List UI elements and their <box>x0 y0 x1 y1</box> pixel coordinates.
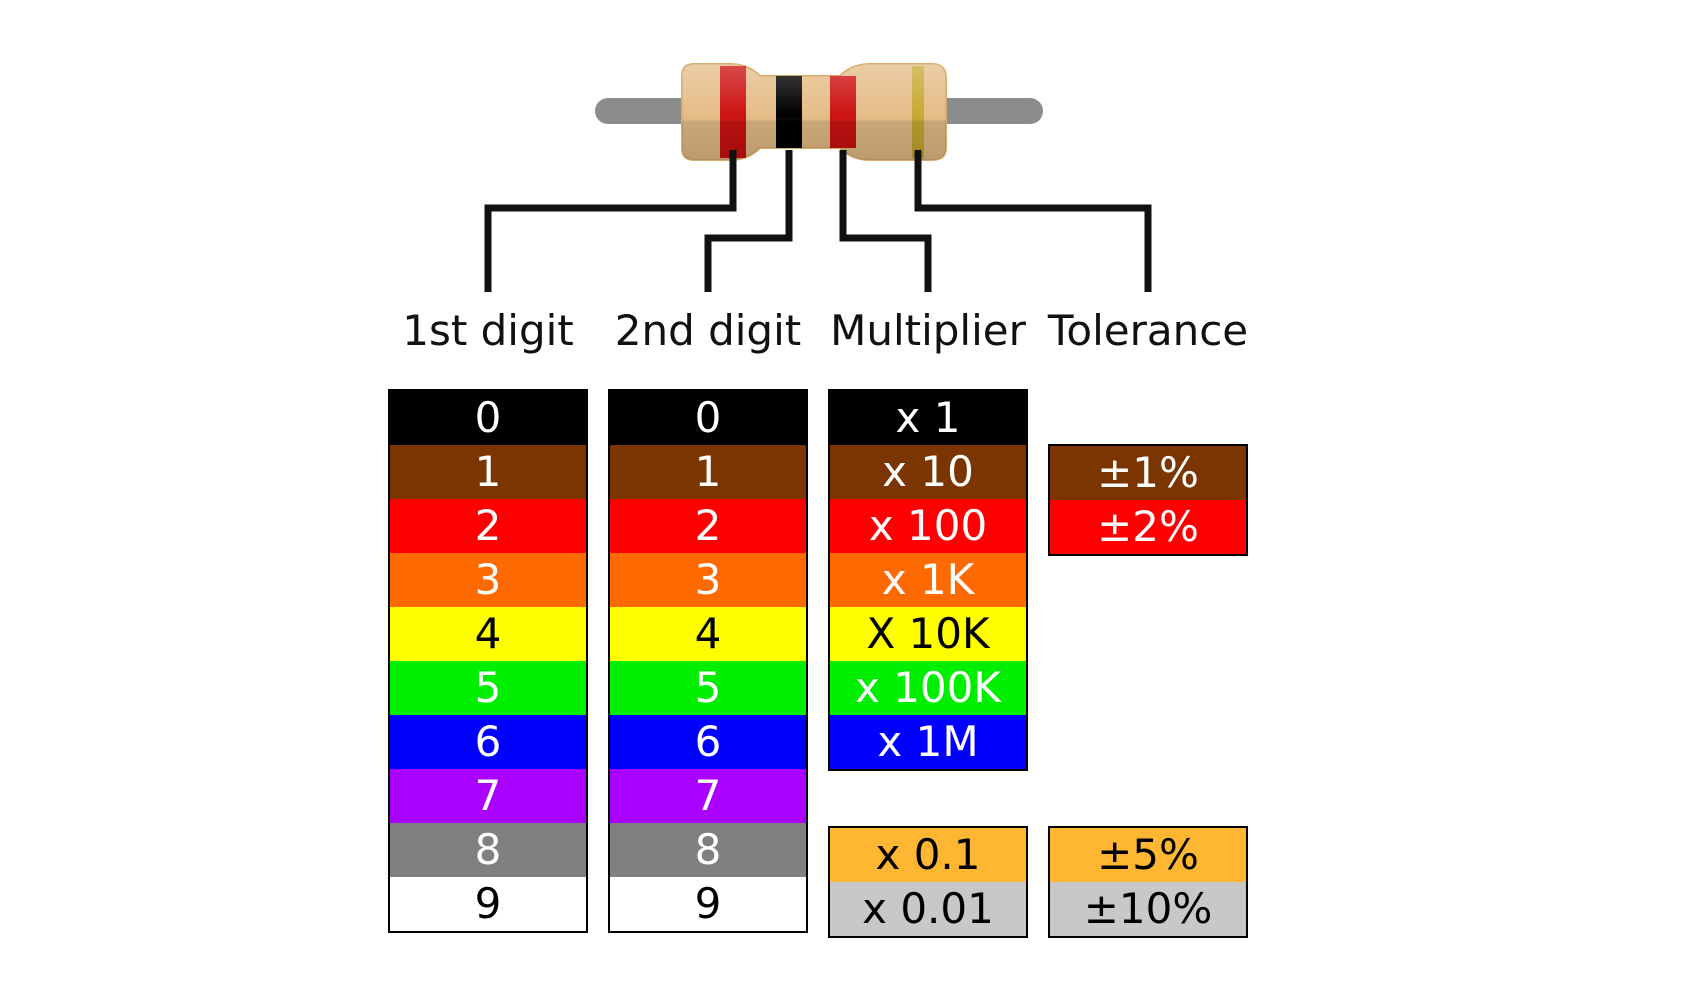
band-cell: x 1M <box>830 715 1026 769</box>
band-cell: 1 <box>390 445 586 499</box>
band-cell: x 10 <box>830 445 1026 499</box>
band-cell: x 0.1 <box>830 828 1026 882</box>
band-cell: 4 <box>390 607 586 661</box>
band-cell: 8 <box>390 823 586 877</box>
band-cell: 2 <box>610 499 806 553</box>
band-cell: ±10% <box>1050 882 1246 936</box>
band-cell: ±1% <box>1050 446 1246 500</box>
band-cell: x 1 <box>830 391 1026 445</box>
band-cell: 6 <box>390 715 586 769</box>
band-cell: 7 <box>610 769 806 823</box>
first-digit-header: 1st digit <box>402 306 574 355</box>
band-cell: 5 <box>610 661 806 715</box>
band-cell: 4 <box>610 607 806 661</box>
multiplier-header: Multiplier <box>830 306 1026 355</box>
band-cell: 6 <box>610 715 806 769</box>
band-cell: ±2% <box>1050 500 1246 554</box>
second-digit-connector <box>704 150 793 292</box>
band-cell: 7 <box>390 769 586 823</box>
band-cell: 3 <box>610 553 806 607</box>
band-cell: 8 <box>610 823 806 877</box>
band-cell: 2 <box>390 499 586 553</box>
tolerance-header: Tolerance <box>1047 306 1249 355</box>
resistor-body-shading <box>682 64 946 160</box>
band-cell: 0 <box>390 391 586 445</box>
band-cell: x 100K <box>830 661 1026 715</box>
band-cell: 9 <box>610 877 806 931</box>
band-cell: 5 <box>390 661 586 715</box>
band-cell: 3 <box>390 553 586 607</box>
band-cell: ±5% <box>1050 828 1246 882</box>
multiplier-connector <box>839 150 932 292</box>
band-cell: x 100 <box>830 499 1026 553</box>
band-cell: x 0.01 <box>830 882 1026 936</box>
band-cell: X 10K <box>830 607 1026 661</box>
resistor-illustration <box>484 63 1152 292</box>
second-digit-header: 2nd digit <box>614 306 802 355</box>
tolerance-table: ±1%±2% <box>1048 444 1248 556</box>
band-cell: 0 <box>610 391 806 445</box>
first-digit-connector <box>484 150 737 292</box>
band-cell: 1 <box>610 445 806 499</box>
tolerance-fraction-table: ±5%±10% <box>1048 826 1248 938</box>
band-cell: x 1K <box>830 553 1026 607</box>
tolerance-connector <box>914 150 1152 292</box>
band-cell: 9 <box>390 877 586 931</box>
